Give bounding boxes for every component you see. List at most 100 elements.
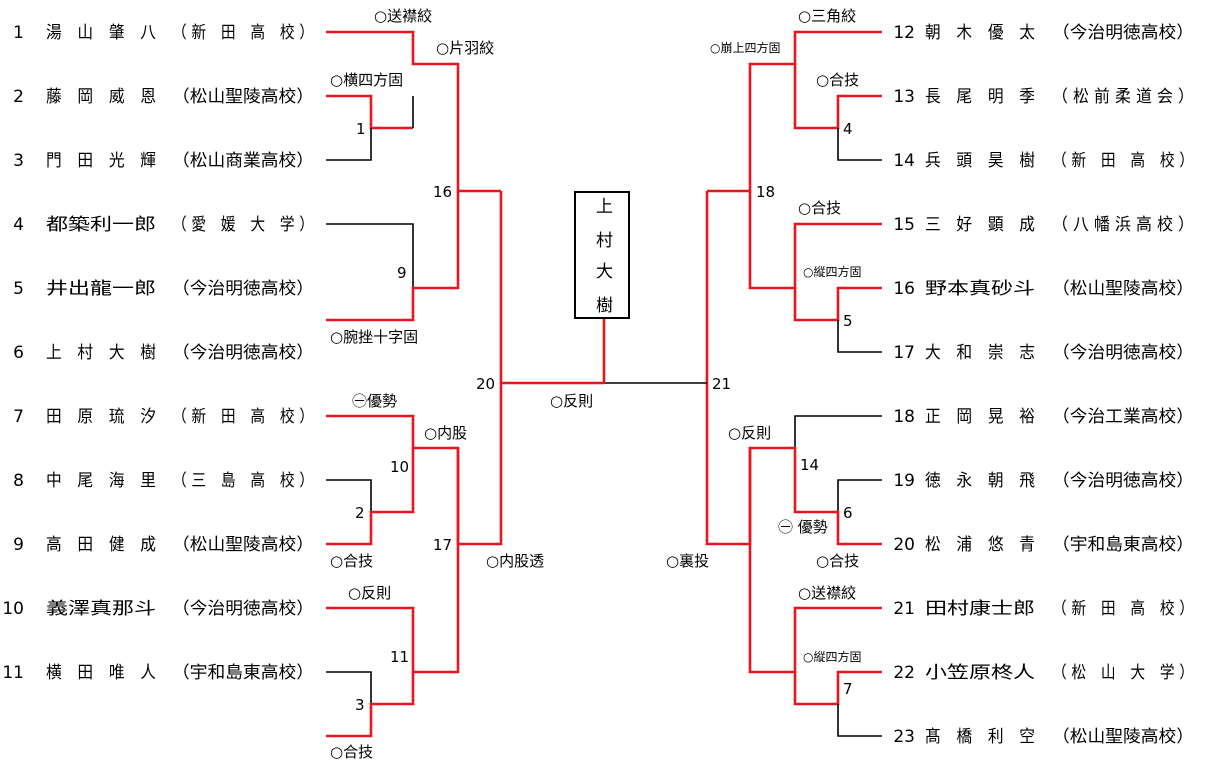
player-school: （今治明徳高校） [172, 279, 314, 299]
technique-sookuri: ○送襟絞 [374, 7, 432, 25]
champion-box: 上 村 大 樹 [574, 191, 630, 319]
player-school: （今治工業高校） [1052, 407, 1194, 427]
player-school: （ 愛 媛 大 学 ） [172, 215, 314, 235]
player-name: 小笠原柊人 [925, 663, 1035, 683]
player-school: （ 三 島 高 校 ） [172, 471, 314, 491]
player-school: （ 新 田 高 校 ） [172, 407, 314, 427]
player-school: （松山聖陵高校） [1052, 727, 1194, 747]
technique-hansoku-right: ○反則 [728, 424, 771, 442]
player-name: 正 岡 晃 裕 [925, 407, 1035, 427]
match-number-10: 10 [390, 458, 409, 476]
winner-line-p22 [793, 670, 882, 706]
technique-tate-16: ○縦四方固 [803, 264, 861, 279]
player-number: 3 [13, 151, 24, 171]
player-number: 15 [893, 215, 915, 235]
player-number: 14 [893, 151, 915, 171]
match-number-2: 2 [355, 504, 365, 522]
player-number: 7 [13, 407, 24, 427]
player-school: （ 新 田 高 校 ） [172, 23, 314, 43]
match-number-16: 16 [433, 183, 452, 201]
player-school: （今治明徳高校） [172, 599, 314, 619]
player-school: （松山商業高校） [172, 151, 314, 171]
player-school: （今治明徳高校） [1052, 23, 1194, 43]
player-number: 12 [893, 23, 915, 43]
player-number: 11 [2, 663, 24, 683]
player-number: 20 [893, 535, 915, 555]
loser-line-p10 [326, 671, 372, 704]
match-number-20: 20 [476, 375, 495, 393]
technique-hansoku-9: ○反則 [348, 584, 391, 602]
player-school: （松山聖陵高校） [1052, 279, 1194, 299]
player-number: 10 [2, 599, 24, 619]
player-number: 17 [893, 343, 915, 363]
player-school: （宇和島東高校） [172, 663, 314, 683]
winner-line-p11 [326, 672, 415, 738]
player-name: 門 田 光 輝 [46, 151, 156, 171]
technique-awase-13: ○合技 [816, 71, 859, 89]
loser-line-p3 [326, 128, 372, 161]
match-number-9: 9 [397, 264, 407, 282]
technique-tate-22: ○縦四方固 [803, 649, 861, 664]
loser-line-p19 [837, 479, 882, 512]
winner-line-p12 [707, 30, 882, 193]
technique-yusei-right: ㊀ 優勢 [778, 518, 828, 536]
champion-family-name: 上 村 [592, 197, 612, 248]
player-name: 中 尾 海 里 [46, 471, 156, 491]
player-school: （宇和島東高校） [1052, 535, 1194, 555]
winner-line-m21 [705, 191, 750, 546]
match-number-18: 18 [756, 183, 775, 201]
player-name: 田村康士郎 [925, 599, 1035, 619]
player-number: 4 [13, 215, 24, 235]
player-school: （松山聖陵高校） [172, 87, 314, 107]
technique-uchimata: ○内股 [424, 424, 467, 442]
player-name: 義澤真那斗 [46, 599, 156, 619]
technique-awase-20: ○合技 [816, 552, 859, 570]
champion-given-name: 大 樹 [592, 262, 612, 313]
player-number: 8 [13, 471, 24, 491]
player-number: 23 [893, 727, 915, 747]
technique-udehishigi: ○腕挫十字固 [330, 328, 418, 346]
player-name: 横 田 唯 人 [46, 663, 156, 683]
player-number: 19 [893, 471, 915, 491]
player-name: 田 原 琉 汐 [46, 407, 156, 427]
player-school: （今治明徳高校） [1052, 471, 1194, 491]
winner-line-p16 [793, 286, 882, 322]
player-name: 上 村 大 樹 [46, 343, 156, 363]
player-number: 9 [13, 535, 24, 555]
left-bracket-lines [326, 30, 604, 738]
match-number-7: 7 [843, 680, 853, 698]
match-number-11: 11 [390, 648, 409, 666]
match-number-1: 1 [356, 120, 366, 138]
player-number: 22 [893, 663, 915, 683]
player-school: （ 八 幡 浜 高 校 ） [1052, 215, 1194, 235]
player-name: 都築利一郎 [46, 215, 156, 235]
loser-line-p23 [837, 704, 882, 737]
player-name: 野本真砂斗 [925, 279, 1035, 299]
technique-sankaku: ○三角絞 [798, 7, 856, 25]
player-name: 井出龍一郎 [46, 279, 156, 299]
player-school: （今治明徳高校） [1052, 343, 1194, 363]
player-school: （松山聖陵高校） [172, 535, 314, 555]
technique-awase-11: ○合技 [330, 743, 373, 761]
player-name: 松 浦 悠 青 [925, 535, 1035, 555]
player-name: 髙 橋 利 空 [925, 727, 1035, 747]
loser-line-p17 [837, 320, 882, 353]
match-number-4: 4 [843, 120, 853, 138]
player-school: （ 松 前 柔 道 会 ） [1052, 87, 1194, 107]
player-name: 徳 永 朝 飛 [925, 471, 1035, 491]
player-number: 5 [13, 279, 24, 299]
technique-sookuri-right: ○送襟絞 [798, 584, 856, 602]
player-name: 湯 山 肇 八 [46, 23, 156, 43]
match-number-3: 3 [355, 696, 365, 714]
match-number-5: 5 [843, 312, 853, 330]
match-number-6: 6 [843, 504, 853, 522]
right-bracket-lines [604, 30, 882, 737]
player-name: 大 和 崇 志 [925, 343, 1035, 363]
player-number: 18 [893, 407, 915, 427]
loser-line-p4 [326, 223, 414, 288]
winner-line-p8 [326, 448, 415, 546]
match-number-17: 17 [433, 536, 452, 554]
player-number: 21 [893, 599, 915, 619]
match-numbers: 1 10 2 3 9 11 16 17 20 21 18 14 4 5 6 7 [355, 120, 853, 714]
